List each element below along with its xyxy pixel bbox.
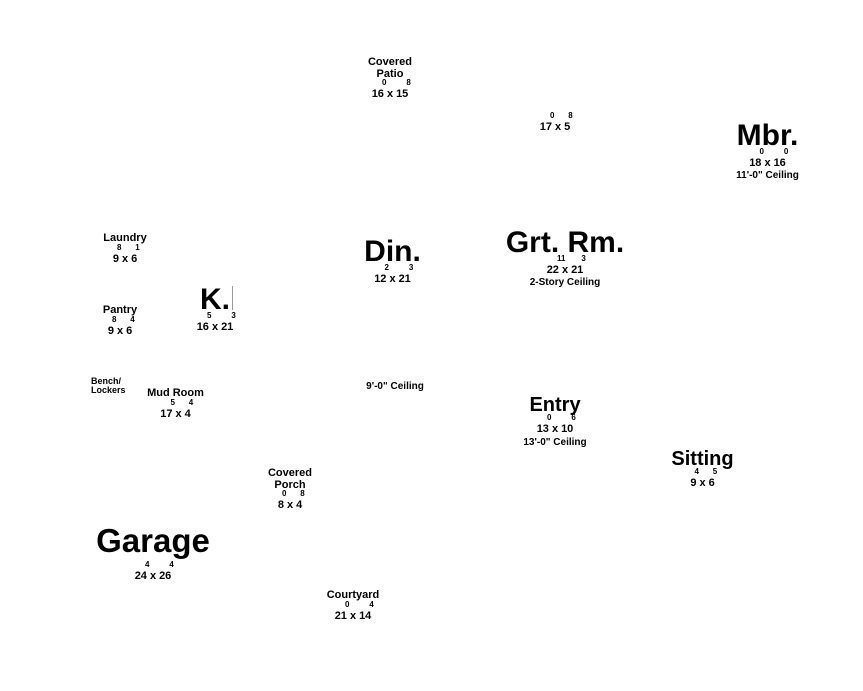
ceiling-note: 11'-0" Ceiling <box>736 170 799 182</box>
room-name: K. <box>200 283 230 316</box>
room-name: Grt. Rm. <box>505 226 625 259</box>
room-name: Din. <box>364 235 421 268</box>
ceiling-note-9ft: 9'-0" Ceiling <box>366 381 424 392</box>
bench-lockers-label: Bench/ Lockers <box>91 376 126 396</box>
room-name: Courtyard <box>326 589 380 601</box>
room-name: Entry <box>529 394 581 416</box>
room-name: Pantry <box>102 304 138 316</box>
room-name: Garage <box>96 522 210 559</box>
room-name: Covered Porch <box>267 467 313 491</box>
wall-tick <box>232 286 233 310</box>
room-name: Mud Room <box>147 387 204 399</box>
room-name: Mbr. <box>736 119 799 152</box>
room-name: Laundry <box>103 232 147 244</box>
ceiling-note: 13'-0" Ceiling <box>523 436 587 448</box>
ceiling-note: 2-Story Ceiling <box>529 277 601 289</box>
room-name: Covered Patio <box>367 56 413 80</box>
room-name: Sitting <box>671 448 734 470</box>
